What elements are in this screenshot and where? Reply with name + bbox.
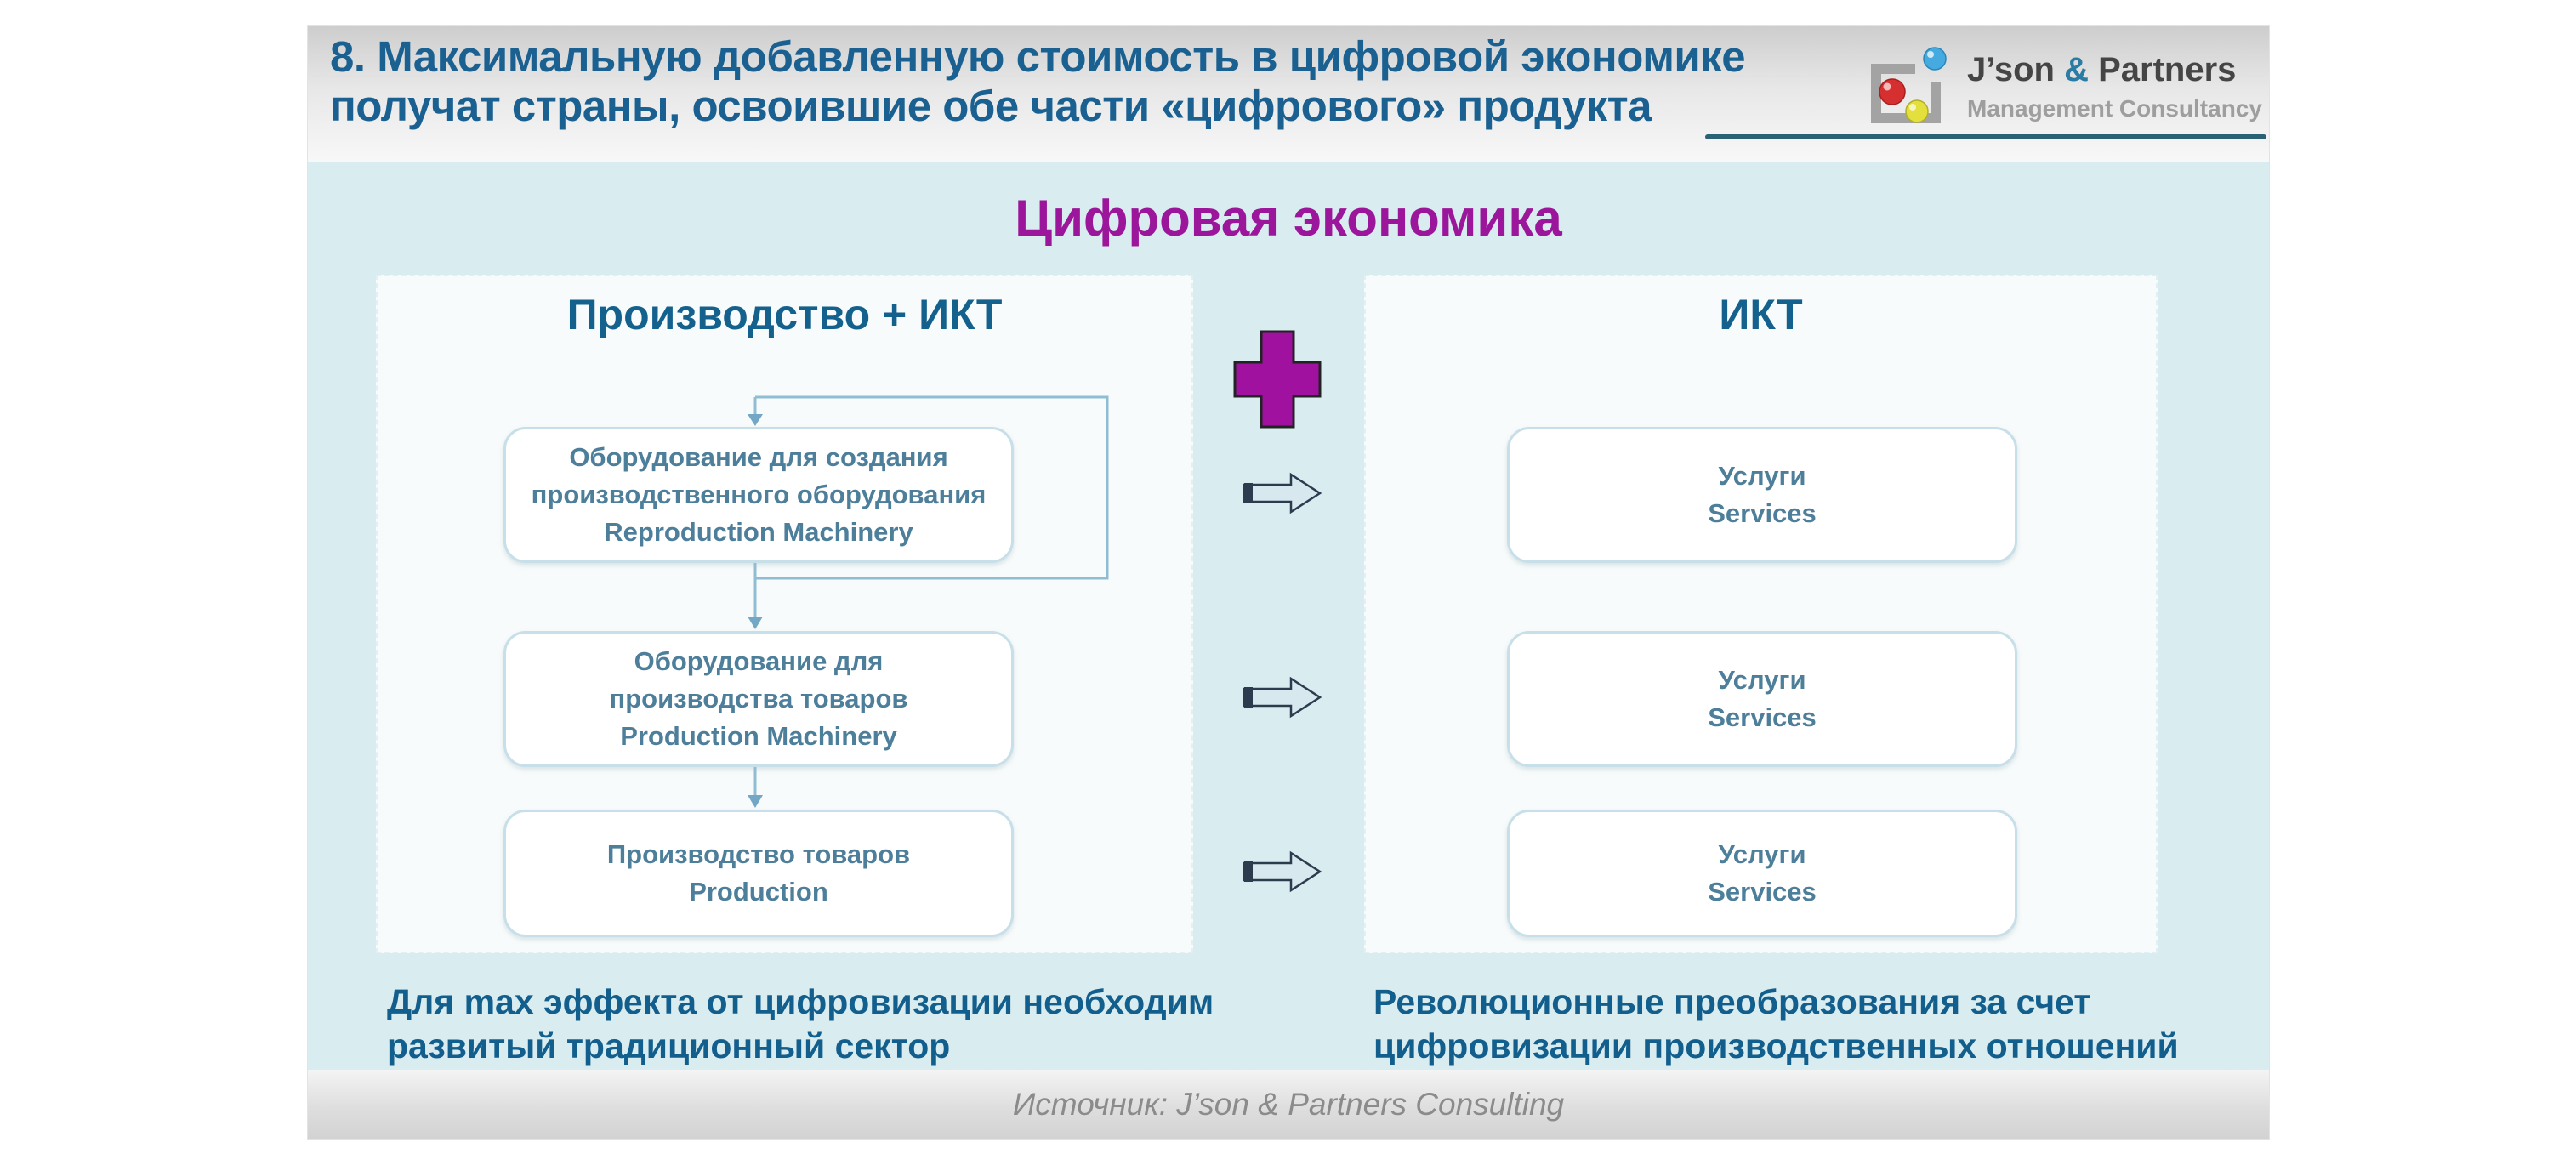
down-arrow-1-head-icon (748, 617, 763, 629)
logo-company-name: J’son & Partners (1967, 51, 2237, 88)
slide-footer: Источник: J’son & Partners Consulting (308, 1070, 2269, 1139)
box-reproduction-machinery: Оборудование для создания производственн… (503, 427, 1014, 563)
box-services-3: Услуги Services (1507, 810, 2017, 937)
block-arrow-icon-2 (1243, 676, 1322, 719)
slide-title-line-2: получат страны, освоившие обе части «циф… (330, 82, 1652, 131)
panel-production-title: Производство + ИКТ (566, 291, 1003, 338)
plus-icon (1233, 330, 1322, 429)
block-arrow-icon-1 (1243, 472, 1322, 514)
header-underline (1705, 134, 2266, 139)
logo-ball-blue-icon (1923, 47, 1947, 71)
presentation-slide: 8. Максимальную добавленную стоимость в … (308, 26, 2269, 1139)
logo-ball-red-icon (1879, 78, 1906, 105)
diagram-title: Цифровая экономика (1015, 190, 1562, 247)
slide-title-line-1: 8. Максимальную добавленную стоимость в … (330, 32, 1746, 81)
down-arrow-2-head-icon (748, 795, 763, 808)
panel-ict-title: ИКТ (1719, 291, 1803, 338)
slide-title: 8. Максимальную добавленную стоимость в … (330, 32, 1746, 131)
logo-subtitle: Management Consultancy (1967, 95, 2262, 122)
box-services-1: Услуги Services (1507, 427, 2017, 563)
caption-right: Революционные преобразования за счет циф… (1373, 982, 2179, 1066)
box-production: Производство товаров Production (503, 810, 1014, 937)
company-logo: J’son & Partners Management Consultancy (1868, 26, 2262, 153)
source-note: Источник: J’son & Partners Consulting (1012, 1087, 1565, 1122)
box-production-machinery: Оборудование для производства товаров Pr… (503, 631, 1014, 767)
slide-header: 8. Максимальную добавленную стоимость в … (308, 26, 2269, 162)
box-services-2: Услуги Services (1507, 631, 2017, 767)
logo-ampersand: & (2064, 51, 2089, 88)
block-arrow-icon-3 (1243, 850, 1322, 893)
feedback-loop-arrowhead-icon (748, 414, 763, 426)
panel-ict: ИКТ Услуги Services Услуги Services Услу… (1364, 275, 2158, 953)
caption-left: Для max эффекта от цифровизации необходи… (387, 982, 1214, 1066)
panel-production-ict: Производство + ИКТ Оборудование для созд… (376, 275, 1193, 953)
logo-ball-yellow-icon (1905, 99, 1929, 123)
logo-icon (1871, 47, 1947, 123)
